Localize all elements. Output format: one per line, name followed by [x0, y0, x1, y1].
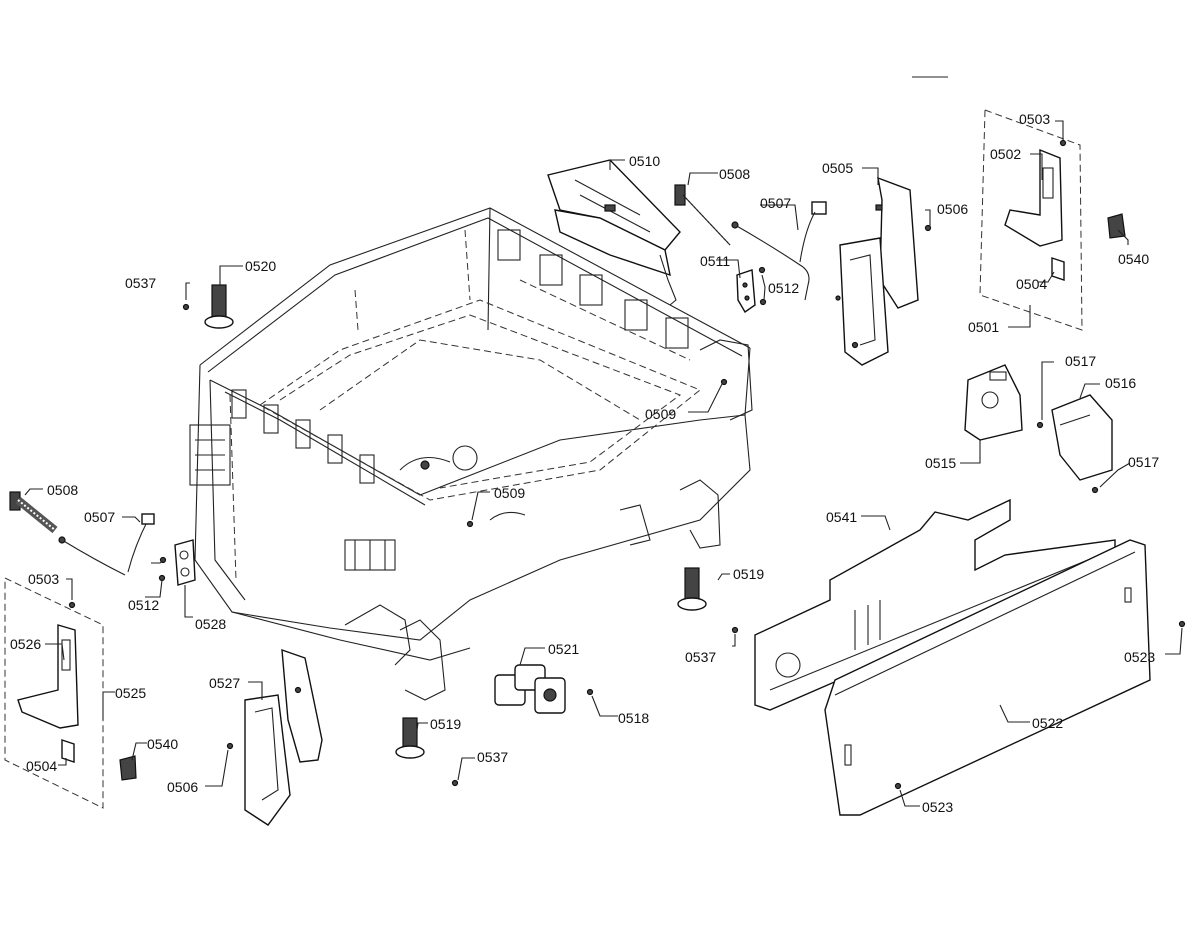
bracket-0511: [736, 266, 767, 314]
hinge-assembly-0501: [979, 109, 1083, 331]
label-0519-right[interactable]: 0519: [733, 566, 765, 582]
leader-lines: [24, 120, 1183, 807]
label-0510[interactable]: 0510: [629, 153, 661, 169]
label-0504-top[interactable]: 0504: [1016, 276, 1048, 292]
label-0521[interactable]: 0521: [548, 641, 580, 657]
label-0537-bottom[interactable]: 0537: [477, 749, 509, 765]
spring-0508-left: [9, 491, 58, 534]
leveling-foot-0519-right: [677, 567, 739, 634]
label-0506-left[interactable]: 0506: [167, 779, 199, 795]
label-0540-left[interactable]: 0540: [147, 736, 179, 752]
label-0512-left[interactable]: 0512: [128, 597, 160, 613]
screw-0509-a: [720, 378, 728, 386]
label-0517-top[interactable]: 0517: [1065, 353, 1097, 369]
label-0537-right[interactable]: 0537: [685, 649, 717, 665]
label-0504-left[interactable]: 0504: [26, 758, 58, 774]
label-0507-top[interactable]: 0507: [760, 195, 792, 211]
inlet-valve-0521: [494, 664, 594, 714]
label-0508-left[interactable]: 0508: [47, 482, 79, 498]
label-0527[interactable]: 0527: [209, 675, 241, 691]
label-0528[interactable]: 0528: [195, 616, 227, 632]
vent-bracket-0515: [964, 364, 1023, 441]
label-0541[interactable]: 0541: [826, 509, 858, 525]
hinge-arm-0527: [226, 648, 323, 826]
tub-frame: [189, 207, 753, 701]
label-0515[interactable]: 0515: [925, 455, 957, 471]
vent-cover-0516: [1036, 394, 1113, 494]
label-0517-bottom[interactable]: 0517: [1128, 454, 1160, 470]
label-0506-right[interactable]: 0506: [937, 201, 969, 217]
label-0501[interactable]: 0501: [968, 319, 1000, 335]
hinge-arm-0505: [835, 176, 932, 366]
label-0502[interactable]: 0502: [990, 146, 1022, 162]
bracket-0528: [158, 539, 196, 586]
label-0512-top[interactable]: 0512: [768, 280, 800, 296]
label-0503-top[interactable]: 0503: [1019, 111, 1051, 127]
clip-0540-left: [119, 755, 137, 781]
label-0523-bottom[interactable]: 0523: [922, 799, 954, 815]
label-0509-right[interactable]: 0509: [645, 406, 677, 422]
label-0520[interactable]: 0520: [245, 258, 277, 274]
label-0511[interactable]: 0511: [700, 253, 731, 269]
label-0525[interactable]: 0525: [115, 685, 147, 701]
label-0518[interactable]: 0518: [618, 710, 650, 726]
label-0508-top[interactable]: 0508: [719, 166, 751, 182]
label-0509-center[interactable]: 0509: [494, 485, 526, 501]
leveling-foot-0519-left: [395, 717, 459, 787]
control-module-0510: [547, 159, 681, 306]
label-0526[interactable]: 0526: [10, 636, 42, 652]
label-0523-right[interactable]: 0523: [1124, 649, 1156, 665]
label-0503-left[interactable]: 0503: [28, 571, 60, 587]
outer-door-panel-0522: [824, 539, 1186, 816]
wire-0507-left: [58, 513, 155, 576]
label-0522[interactable]: 0522: [1032, 715, 1064, 731]
label-0537-top[interactable]: 0537: [125, 275, 157, 291]
screw-0509-b: [466, 520, 474, 528]
label-0505[interactable]: 0505: [822, 160, 854, 176]
label-0540-top[interactable]: 0540: [1118, 251, 1150, 267]
label-0519-left[interactable]: 0519: [430, 716, 462, 732]
label-0516[interactable]: 0516: [1105, 375, 1137, 391]
spring-0508-top: [674, 184, 731, 246]
leveling-foot-0520: [182, 284, 234, 329]
label-0507-left[interactable]: 0507: [84, 509, 116, 525]
wire-0507-top: [731, 201, 827, 301]
